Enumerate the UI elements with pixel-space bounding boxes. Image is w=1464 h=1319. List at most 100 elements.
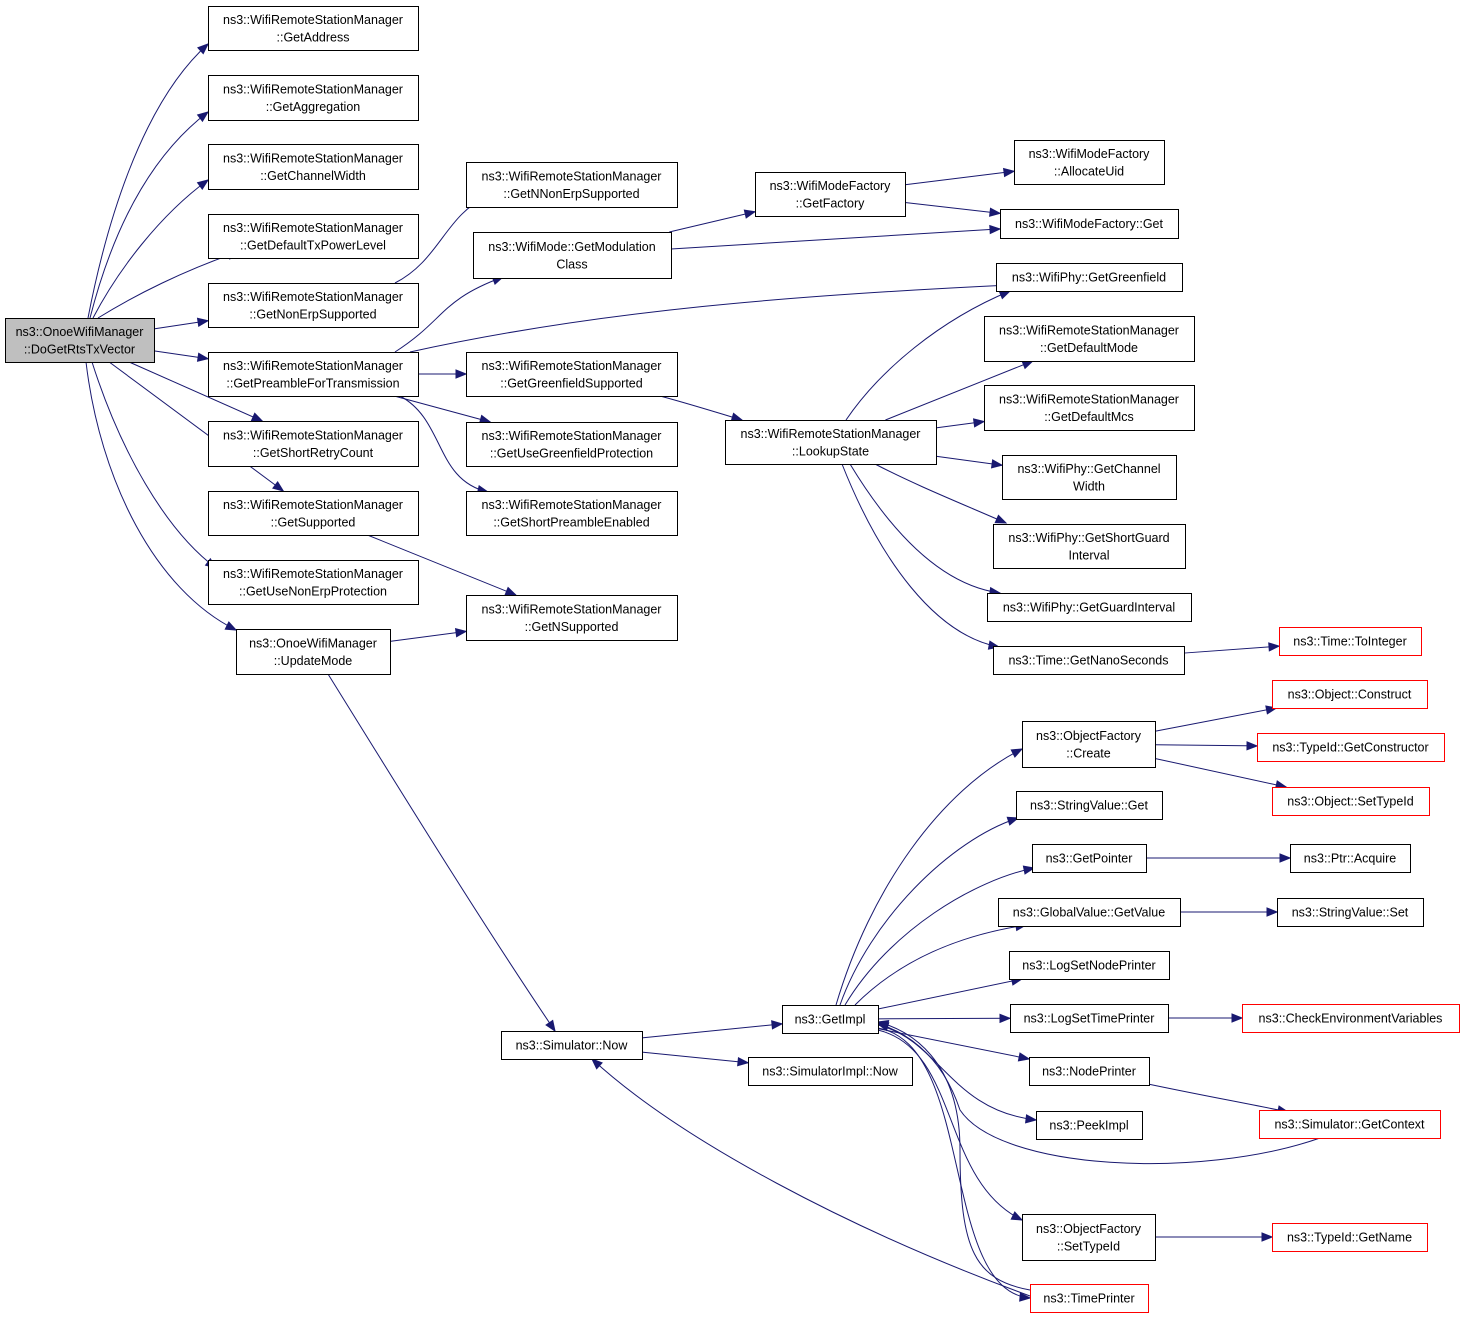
- node-phy-getchannelwidth[interactable]: ns3::WifiPhy::GetChannelWidth: [1002, 455, 1177, 500]
- node-sim-getcontext[interactable]: ns3::Simulator::GetContext: [1259, 1110, 1441, 1139]
- node-label: ns3::Object::Construct: [1288, 688, 1412, 702]
- node-root[interactable]: ns3::OnoeWifiManager::DoGetRtsTxVector: [5, 318, 155, 363]
- node-label: ns3::OnoeWifiManager: [249, 636, 377, 650]
- arrowhead: [504, 586, 518, 596]
- node-box: [1014, 140, 1165, 185]
- node-allocateuid[interactable]: ns3::WifiModeFactory::AllocateUid: [1014, 140, 1165, 185]
- node-label: ns3::WifiRemoteStationManager: [223, 13, 403, 27]
- node-getgreenfieldsupported[interactable]: ns3::WifiRemoteStationManager::GetGreenf…: [466, 352, 678, 397]
- node-of-create[interactable]: ns3::ObjectFactory::Create: [1022, 721, 1156, 768]
- node-wmf-get[interactable]: ns3::WifiModeFactory::Get: [1000, 209, 1179, 239]
- node-simimpl-now[interactable]: ns3::SimulatorImpl::Now: [748, 1057, 913, 1086]
- node-box: [1029, 1057, 1150, 1086]
- node-getnsupported[interactable]: ns3::WifiRemoteStationManager::GetNSuppo…: [466, 595, 678, 641]
- edge-root-to-getchannelwidth: [92, 179, 209, 319]
- node-label: ::GetUseNonErpProtection: [239, 584, 387, 598]
- node-stringvalue-get[interactable]: ns3::StringValue::Get: [1016, 791, 1163, 820]
- node-label: ns3::GlobalValue::GetValue: [1013, 906, 1165, 920]
- node-box: [208, 352, 419, 397]
- node-box: [993, 524, 1186, 569]
- node-typeid-getname[interactable]: ns3::TypeId::GetName: [1272, 1223, 1428, 1252]
- edge-getpreamble-to-getgreenfield: [409, 284, 1011, 353]
- node-label: ns3::WifiRemoteStationManager: [482, 429, 662, 443]
- arrowhead: [730, 412, 744, 422]
- node-of-settypeid[interactable]: ns3::ObjectFactory::SetTypeId: [1022, 1214, 1156, 1261]
- node-label: ::GetDefaultMode: [1040, 341, 1138, 355]
- edge-getimpl-to-stringvalue_get: [839, 817, 1019, 1006]
- node-logsettimeprinter[interactable]: ns3::LogSetTimePrinter: [1010, 1004, 1169, 1033]
- arrowhead: [197, 43, 210, 55]
- edge-of_create-to-typeid_getconstructor: [1154, 744, 1258, 747]
- node-box: [996, 263, 1183, 292]
- node-nodeprinter[interactable]: ns3::NodePrinter: [1029, 1057, 1150, 1086]
- node-getimpl[interactable]: ns3::GetImpl: [782, 1005, 879, 1034]
- node-globalvalue-getvalue[interactable]: ns3::GlobalValue::GetValue: [998, 898, 1181, 927]
- node-getnanoseconds[interactable]: ns3::Time::GetNanoSeconds: [993, 646, 1185, 675]
- node-getshortpreambleenabled[interactable]: ns3::WifiRemoteStationManager::GetShortP…: [466, 491, 678, 536]
- edge-sim_getcontext-to-getimpl: [877, 1023, 1321, 1165]
- node-updatemode[interactable]: ns3::OnoeWifiManager::UpdateMode: [236, 629, 391, 675]
- edge-nodeprinter-to-sim_getcontext: [1147, 1083, 1289, 1113]
- edge-root-to-getusenonerpprotection: [91, 361, 217, 569]
- node-getdefaultmode[interactable]: ns3::WifiRemoteStationManager::GetDefaul…: [984, 316, 1195, 362]
- node-object-construct[interactable]: ns3::Object::Construct: [1272, 680, 1428, 709]
- node-getfactory[interactable]: ns3::WifiModeFactory::GetFactory: [755, 172, 906, 217]
- node-getdefaultmcs[interactable]: ns3::WifiRemoteStationManager::GetDefaul…: [984, 385, 1195, 431]
- node-box: [466, 162, 678, 208]
- edge-lookupstate-to-phy_getshortguard: [874, 463, 1007, 524]
- node-box: [1032, 844, 1147, 873]
- node-label: ns3::WifiModeFactory: [770, 179, 892, 193]
- node-getsupported[interactable]: ns3::WifiRemoteStationManager::GetSuppor…: [208, 491, 419, 536]
- node-label: ns3::WifiRemoteStationManager: [482, 498, 662, 512]
- node-logsetnodeprinter[interactable]: ns3::LogSetNodePrinter: [1009, 951, 1170, 980]
- node-getaddress[interactable]: ns3::WifiRemoteStationManager::GetAddres…: [208, 6, 419, 51]
- node-label: ns3::ObjectFactory: [1036, 729, 1142, 743]
- node-box: [1242, 1004, 1460, 1033]
- node-checkenv[interactable]: ns3::CheckEnvironmentVariables: [1242, 1004, 1460, 1033]
- node-getusegreenfieldprotection[interactable]: ns3::WifiRemoteStationManager::GetUseGre…: [466, 422, 678, 467]
- arrowhead: [1025, 1114, 1038, 1124]
- node-getusenonerpprotection[interactable]: ns3::WifiRemoteStationManager::GetUseNon…: [208, 560, 419, 605]
- node-getnonerpsupported[interactable]: ns3::WifiRemoteStationManager::GetNonErp…: [208, 283, 419, 328]
- node-label: ::GetNNonErpSupported: [503, 187, 639, 201]
- node-getgreenfield[interactable]: ns3::WifiPhy::GetGreenfield: [996, 263, 1183, 292]
- node-getpointer[interactable]: ns3::GetPointer: [1032, 844, 1147, 873]
- node-getnnonerpsupported[interactable]: ns3::WifiRemoteStationManager::GetNNonEr…: [466, 162, 678, 208]
- node-phy-getguardinterval[interactable]: ns3::WifiPhy::GetGuardInterval: [987, 593, 1192, 622]
- node-label: ::LookupState: [792, 444, 869, 458]
- node-tointeger[interactable]: ns3::Time::ToInteger: [1279, 627, 1422, 656]
- node-getchannelwidth[interactable]: ns3::WifiRemoteStationManager::GetChanne…: [208, 144, 419, 190]
- node-typeid-getconstructor[interactable]: ns3::TypeId::GetConstructor: [1257, 733, 1445, 762]
- node-label: ::GetFactory: [796, 196, 866, 210]
- node-ptr-acquire[interactable]: ns3::Ptr::Acquire: [1290, 844, 1411, 873]
- node-getshortretrycount[interactable]: ns3::WifiRemoteStationManager::GetShortR…: [208, 421, 419, 467]
- node-label: ns3::WifiModeFactory::Get: [1015, 217, 1163, 231]
- node-peekimpl[interactable]: ns3::PeekImpl: [1036, 1111, 1143, 1140]
- arrowhead: [1019, 1292, 1032, 1302]
- node-label: ns3::WifiPhy::GetChannel: [1017, 462, 1160, 476]
- node-label: ns3::StringValue::Set: [1292, 906, 1409, 920]
- node-label: ::GetNonErpSupported: [249, 307, 376, 321]
- arrowhead: [1231, 1013, 1244, 1023]
- node-label: ::GetNSupported: [525, 620, 619, 634]
- node-box: [1277, 898, 1424, 927]
- arrowhead: [1268, 642, 1281, 652]
- node-stringvalue-set[interactable]: ns3::StringValue::Set: [1277, 898, 1424, 927]
- node-label: ns3::WifiRemoteStationManager: [482, 169, 662, 183]
- node-timeprinter[interactable]: ns3::TimePrinter: [1030, 1284, 1149, 1313]
- node-label: ::GetAggregation: [266, 100, 361, 114]
- node-label: ns3::WifiRemoteStationManager: [223, 151, 403, 165]
- node-box: [987, 593, 1192, 622]
- node-lookupstate[interactable]: ns3::WifiRemoteStationManager::LookupSta…: [725, 420, 937, 465]
- node-sim-now[interactable]: ns3::Simulator::Now: [501, 1031, 643, 1060]
- node-getdefaulttxpowerlevel[interactable]: ns3::WifiRemoteStationManager::GetDefaul…: [208, 214, 419, 259]
- edge-root-to-updatemode: [85, 361, 237, 631]
- node-object-settypeid[interactable]: ns3::Object::SetTypeId: [1272, 787, 1430, 816]
- edge-lookupstate-to-phy_getguardinterval: [849, 463, 1001, 594]
- node-box: [1022, 1214, 1156, 1261]
- node-label: ns3::WifiRemoteStationManager: [482, 602, 662, 616]
- node-getpreamble[interactable]: ns3::WifiRemoteStationManager::GetPreamb…: [208, 352, 419, 397]
- node-getaggregation[interactable]: ns3::WifiRemoteStationManager::GetAggreg…: [208, 75, 419, 121]
